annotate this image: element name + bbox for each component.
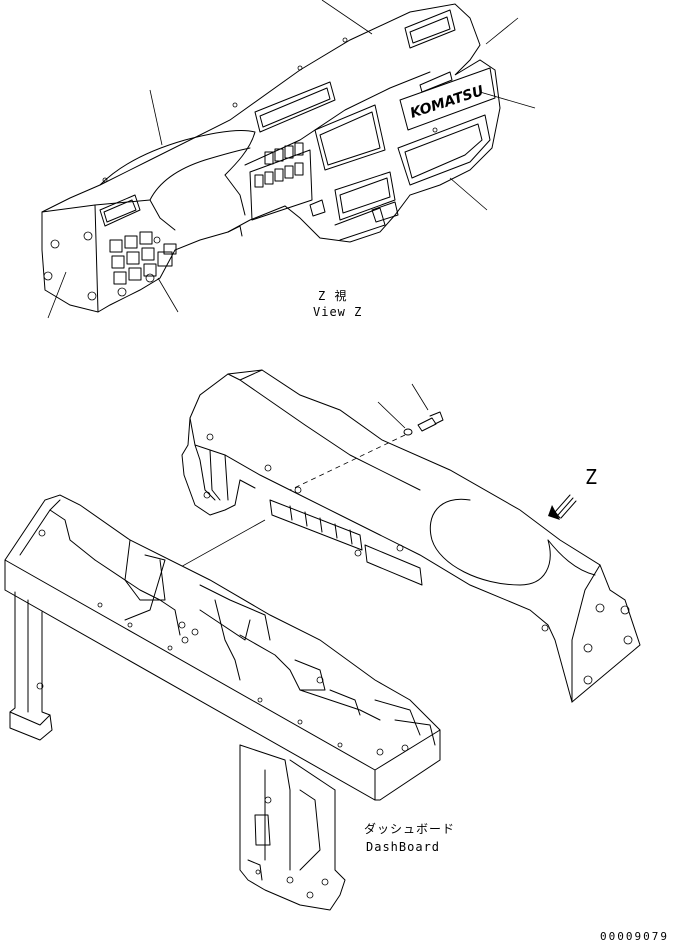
z-arrow-label: Z: [585, 465, 599, 489]
view-z-instrument-panel: KOMATSU: [41, 0, 536, 319]
dashboard-frame: [4, 494, 441, 911]
dashboard-label-en: DashBoard: [366, 840, 441, 854]
dashboard-cover: [99, 369, 641, 703]
bolt-washer: [377, 383, 444, 436]
dashboard-label-jp: ダッシュボード: [364, 822, 456, 836]
view-z-label-jp: Z 視: [318, 289, 348, 303]
left-switch-cluster: [109, 231, 177, 297]
z-view-arrow: [548, 494, 577, 520]
view-z-label-en: View Z: [313, 305, 363, 319]
center-switch-bank: [249, 142, 313, 221]
drawing-number: 00009079: [600, 930, 669, 943]
